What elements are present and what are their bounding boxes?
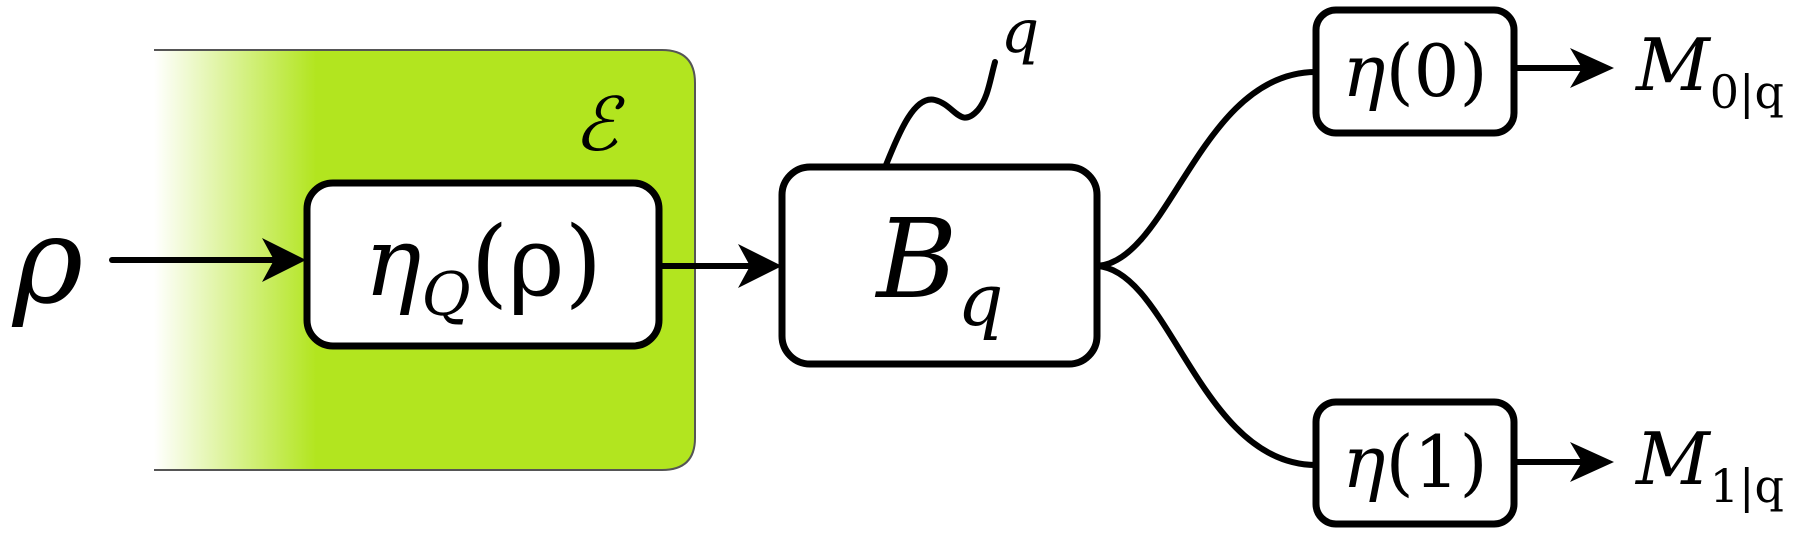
eta-q-subscript: Q (421, 260, 470, 330)
bq-subscript: q (957, 258, 1003, 342)
branch-upper-curve (1094, 69, 1319, 269)
output-m0-base: M (1634, 23, 1712, 107)
input-rho: ρ (11, 192, 84, 331)
output-m1-base: M (1634, 417, 1712, 501)
eta-1-argument: (1) (1386, 420, 1488, 504)
eta-q-base: η (364, 206, 422, 318)
output-m0-subscript: 0|q (1710, 65, 1784, 119)
output-m1: M1|q (1634, 417, 1784, 513)
environment-label: ℰ (574, 82, 626, 168)
bq-label: Bq (875, 195, 1004, 342)
eta-q-argument: (ρ) (471, 206, 602, 318)
eta-q-block: ηQ(ρ) (303, 179, 663, 350)
eta-1-base: η (1342, 420, 1385, 504)
output-0-arrowhead (1570, 48, 1614, 88)
eta-1-block: η(1) (1312, 398, 1518, 528)
output-1-arrowhead (1570, 442, 1614, 482)
bq-block: Bq (778, 163, 1101, 368)
setting-label: q (1001, 0, 1039, 67)
branch-lower-curve (1094, 263, 1319, 468)
eta-0-base: η (1342, 29, 1385, 113)
output-m1-subscript: 1|q (1710, 459, 1784, 513)
eta-1-label: η(1) (1342, 420, 1487, 504)
eta-0-block: η(0) (1312, 6, 1518, 137)
eta-q-label: ηQ(ρ) (364, 206, 602, 330)
output-m0: M0|q (1634, 23, 1784, 119)
setting-wavy-line (883, 59, 998, 168)
bq-base: B (875, 195, 958, 323)
eta-0-argument: (0) (1386, 29, 1488, 113)
input-arrowhead (262, 238, 306, 282)
eta-0-label: η(0) (1342, 29, 1487, 113)
middle-arrowhead (738, 244, 782, 288)
environment-border (154, 49, 696, 471)
